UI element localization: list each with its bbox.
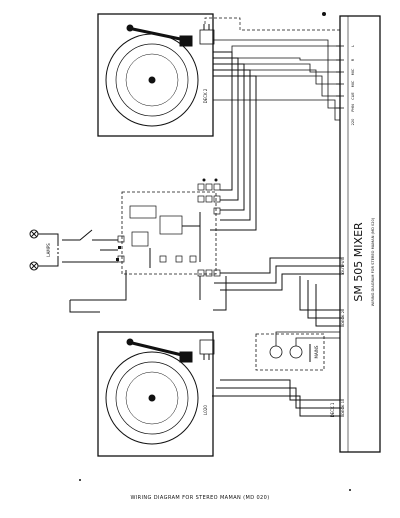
mixer-subtitle: WIRING DIAGRAM FOR STEREO MAMAN (MD 020) [371,217,375,306]
deck-2-input-label: DECK 2 [340,310,345,325]
junction-box [121,191,217,275]
mixer-top-pin-labels: L R MIC MIC CUE PHN 220 [351,45,355,125]
mixer-panel [339,15,381,453]
pin-label: CUE [351,92,355,100]
deck-1-motor-label: L020 [203,405,208,415]
deck-1 [97,331,215,457]
mixer-lower-pin-labels: OUTPUT DECK 2 DECK 1 [340,258,345,415]
tonearm-deck-1 [127,340,187,358]
deck-1-input-label: DECK 1 [340,400,345,415]
mixer-title: SM 505 MIXER [352,222,365,302]
pin-label: R [351,58,355,61]
pin-label: L [351,45,355,47]
mains-socket [255,333,325,371]
tonearm-deck-2 [127,26,186,42]
deck-2-label: DECK 2 [203,88,208,103]
pin-label: PHN [351,104,355,112]
deck-1-label: DECK 1 [330,402,335,417]
pin-label: MIC [351,80,355,87]
lamp-circuit [29,229,118,271]
mains-label: MAINS [314,345,319,358]
diagram-caption: WIRING DIAGRAM FOR STEREO MAMAN (MD 020) [130,495,270,501]
deck-2 [97,13,215,137]
pin-label: 220 [351,118,355,126]
lamps-label: LAMPS [46,243,51,257]
pin-label: MIC [351,68,355,75]
output-label: OUTPUT [340,258,345,274]
